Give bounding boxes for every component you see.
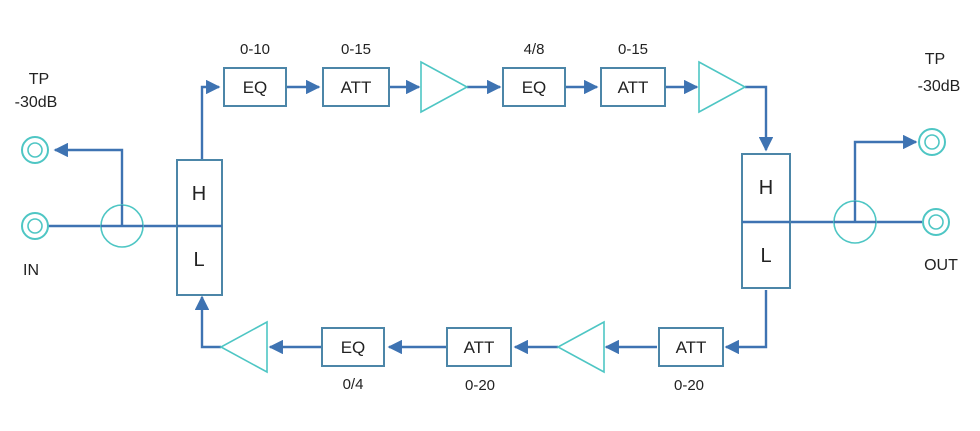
output-diplexer: H L (741, 153, 791, 289)
return-att-2-label: ATT (464, 338, 495, 357)
forward-eq-2: EQ (502, 67, 566, 107)
forward-att-1: ATT (322, 67, 390, 107)
output-diplexer-high-label: H (759, 177, 773, 199)
tp-in-label: TP (29, 71, 49, 88)
forward-att-1-label: ATT (341, 78, 372, 97)
forward-eq-2-range: 4/8 (524, 41, 545, 58)
output-diplexer-low-label: L (760, 245, 771, 267)
return-att-2-range: 0-20 (465, 377, 495, 394)
forward-att-2-label: ATT (618, 78, 649, 97)
output-coupler (833, 200, 877, 244)
ret-wire-diplexer-to-att1 (724, 290, 768, 355)
forward-amplifier-2 (698, 60, 747, 114)
forward-eq-1-label: EQ (243, 78, 268, 97)
return-eq: EQ (321, 327, 385, 367)
input-diplexer-high-label: H (192, 183, 206, 205)
tp-in-level: -30dB (15, 94, 58, 111)
return-att-1-range: 0-20 (674, 377, 704, 394)
forward-eq-2-label: EQ (522, 78, 547, 97)
input-diplexer: H L (176, 159, 223, 296)
return-amplifier-1 (556, 320, 605, 374)
tp-in-tap-wire (53, 142, 124, 226)
input-coupler (100, 204, 144, 248)
input-diplexer-low-label: L (193, 249, 204, 271)
return-att-1-label: ATT (676, 338, 707, 357)
return-amplifier-2 (219, 320, 268, 374)
in-connector (21, 212, 49, 240)
tp-in-connector (21, 136, 49, 164)
forward-eq-1: EQ (223, 67, 287, 107)
return-att-1: ATT (658, 327, 724, 367)
tp-out-connector (918, 128, 946, 156)
in-label: IN (23, 262, 39, 279)
out-label: OUT (924, 257, 958, 274)
out-connector (922, 208, 950, 236)
fwd-wire-amp2-to-diplexer (745, 85, 774, 152)
return-eq-range: 0/4 (343, 376, 364, 393)
fwd-wire-diplexer-to-eq1 (200, 79, 221, 160)
forward-att-1-range: 0-15 (341, 41, 371, 58)
return-att-2: ATT (446, 327, 512, 367)
forward-amplifier-1 (420, 60, 469, 114)
forward-att-2: ATT (600, 67, 666, 107)
return-eq-label: EQ (341, 338, 366, 357)
forward-att-2-range: 0-15 (618, 41, 648, 58)
forward-eq-1-range: 0-10 (240, 41, 270, 58)
tp-out-tap-wire (853, 134, 918, 222)
ret-wire-amp2-to-diplexer (194, 295, 221, 349)
tp-out-level: -30dB (918, 78, 961, 95)
tp-out-label: TP (925, 51, 945, 68)
